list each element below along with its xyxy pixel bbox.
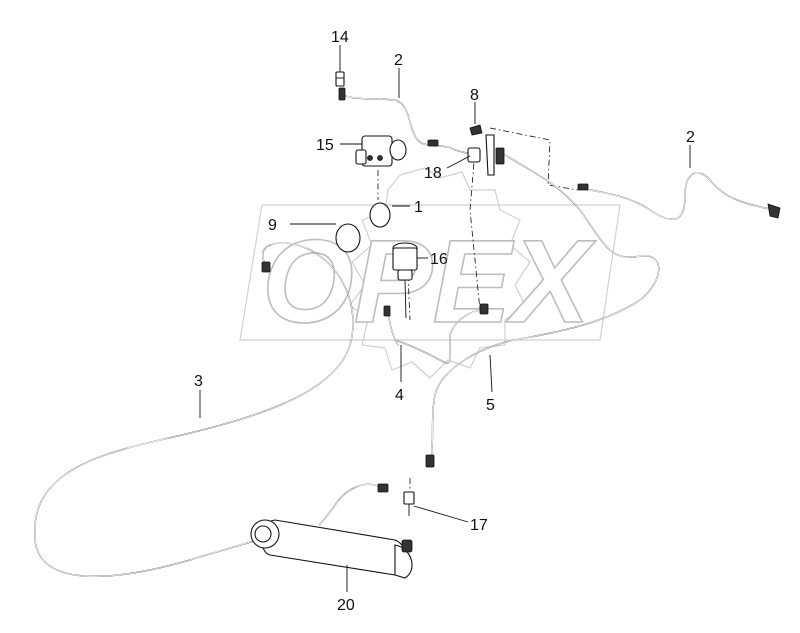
callout-3: 3 — [194, 373, 203, 390]
callout-9: 9 — [268, 217, 277, 234]
part-1-seal — [369, 202, 391, 228]
callout-16: 16 — [430, 251, 448, 268]
callout-8: 8 — [470, 87, 479, 104]
ref-line-8 — [489, 127, 579, 191]
hose-reservoir — [319, 483, 383, 526]
callout-20: 20 — [337, 597, 355, 614]
ref-line-18 — [469, 149, 481, 311]
callout-5: 5 — [486, 397, 495, 414]
part-8-clip — [469, 124, 483, 136]
hose-3 — [34, 242, 354, 578]
watermark-logo: OPEX — [239, 167, 621, 379]
hose-5 — [394, 309, 486, 364]
hose-2-left — [341, 93, 471, 155]
watermark-text: OPEX — [262, 216, 596, 348]
watermark-gear — [349, 167, 531, 379]
callout-2-right: 2 — [686, 129, 695, 146]
callout-17: 17 — [470, 517, 488, 534]
part-9-seal — [335, 223, 361, 253]
callout-1: 1 — [414, 199, 423, 216]
part-17-connector — [403, 491, 415, 516]
callout-18: 18 — [424, 165, 442, 182]
callout-4: 4 — [395, 387, 404, 404]
part-20-reservoir — [250, 519, 413, 579]
watermark-frame — [239, 204, 621, 341]
part-14-fitting — [335, 71, 345, 87]
part-16-nozzle — [392, 242, 418, 319]
callout-2-left: 2 — [394, 52, 403, 69]
hose-fittings — [261, 87, 781, 493]
hose-main-right — [429, 154, 660, 463]
callout-14: 14 — [331, 29, 349, 46]
part-18-tee — [467, 134, 505, 176]
callout-labels: 14 2 8 2 15 18 1 9 16 3 4 5 17 20 — [194, 29, 695, 614]
callout-15: 15 — [316, 137, 334, 154]
ref-line-16 — [407, 274, 411, 321]
hose-2-right — [579, 172, 776, 221]
part-15-pump — [355, 135, 407, 167]
leader-lines — [199, 45, 691, 592]
